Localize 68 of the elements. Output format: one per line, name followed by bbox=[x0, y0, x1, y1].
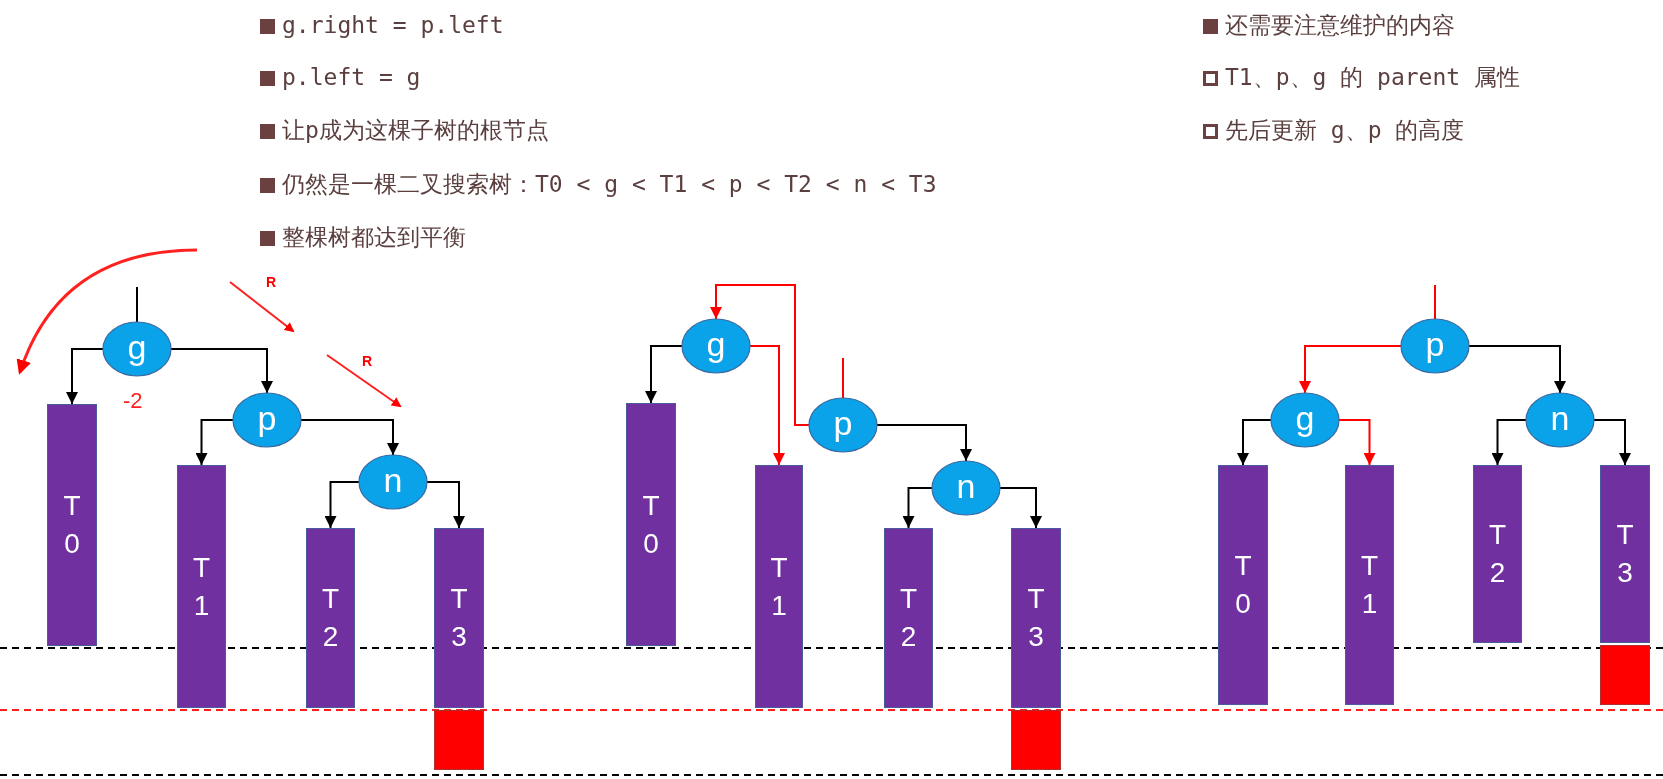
overflow-block bbox=[1011, 710, 1061, 770]
tree-node-ellipse bbox=[931, 460, 1001, 516]
node-label: T0 bbox=[641, 488, 661, 561]
bullet-text: 还需要注意维护的内容 bbox=[1225, 12, 1455, 40]
tree-edge-arrow bbox=[902, 487, 933, 529]
subtree-bar bbox=[1473, 465, 1522, 643]
tree-edge-arrow bbox=[645, 345, 683, 404]
balance-factor: -2 bbox=[123, 388, 143, 414]
node-label: T1 bbox=[769, 550, 789, 623]
subtree-bar bbox=[755, 465, 803, 708]
bullet-text: 整棵树都达到平衡 bbox=[282, 224, 466, 252]
bullet-text: 仍然是一棵二叉搜索树：T0 < g < T1 < p < T2 < n < T3 bbox=[282, 171, 937, 199]
overflow-block bbox=[434, 710, 484, 770]
tree-node-ellipse bbox=[808, 397, 878, 453]
node-label: p bbox=[833, 406, 853, 440]
subtree-bar bbox=[884, 528, 933, 708]
node-label: T1 bbox=[1359, 549, 1380, 621]
node-label: n bbox=[1550, 401, 1570, 435]
bullet-text: 让p成为这棵子树的根节点 bbox=[282, 117, 549, 145]
node-label: T2 bbox=[898, 582, 919, 654]
tree-edge-arrow bbox=[710, 284, 810, 426]
node-label: T2 bbox=[320, 582, 341, 654]
tree-node-ellipse bbox=[1400, 318, 1470, 374]
parent-link-line bbox=[1434, 284, 1436, 320]
node-label: n bbox=[956, 469, 976, 503]
bullet-text: g.right = p.left bbox=[282, 12, 504, 40]
subtree-bar bbox=[177, 465, 226, 708]
node-label: g bbox=[1295, 401, 1315, 435]
node-label: p bbox=[1425, 327, 1445, 361]
node-label: T1 bbox=[191, 550, 212, 623]
tree-node-ellipse bbox=[1270, 392, 1340, 448]
node-label: T0 bbox=[62, 489, 82, 561]
tree-node-ellipse bbox=[1525, 392, 1595, 448]
node-label: g bbox=[706, 327, 726, 361]
parent-link-line bbox=[842, 357, 844, 399]
subtree-bar bbox=[306, 528, 355, 708]
subtree-bar bbox=[434, 528, 484, 708]
subtree-bar bbox=[1600, 465, 1650, 643]
tree-node-ellipse bbox=[102, 321, 172, 377]
subtree-bar bbox=[626, 403, 676, 646]
bullet-text: T1、p、g 的 parent 属性 bbox=[1225, 64, 1520, 92]
bullet-text: p.left = g bbox=[282, 64, 421, 92]
parent-link-line bbox=[136, 286, 138, 323]
tree-edge-arrow bbox=[324, 481, 360, 529]
tree-edge-arrow bbox=[195, 419, 234, 466]
tree-node-ellipse bbox=[358, 454, 428, 510]
node-label: T0 bbox=[1233, 549, 1253, 621]
node-label: T3 bbox=[1615, 518, 1635, 590]
subtree-bar bbox=[1345, 465, 1394, 705]
tree-node-ellipse bbox=[681, 318, 751, 374]
node-label: T3 bbox=[449, 582, 469, 654]
bullet-text: 先后更新 g、p 的高度 bbox=[1225, 117, 1465, 145]
tree-edge-arrow bbox=[1491, 419, 1527, 466]
tree-edge-arrow bbox=[1299, 345, 1402, 394]
node-label: n bbox=[383, 463, 403, 497]
rotation-label: R bbox=[362, 353, 373, 369]
rotation-label: R bbox=[266, 274, 277, 290]
tree-edge-arrow bbox=[1237, 419, 1272, 466]
node-label: g bbox=[127, 330, 147, 364]
tree-node-ellipse bbox=[232, 392, 302, 448]
node-label: p bbox=[257, 401, 277, 435]
subtree-bar bbox=[1218, 465, 1268, 705]
node-label: T2 bbox=[1487, 518, 1508, 590]
node-label: T3 bbox=[1026, 582, 1046, 654]
tree-edge-arrow bbox=[66, 348, 104, 405]
overflow-block bbox=[1600, 645, 1650, 705]
subtree-bar bbox=[47, 404, 97, 646]
subtree-bar bbox=[1011, 528, 1061, 708]
